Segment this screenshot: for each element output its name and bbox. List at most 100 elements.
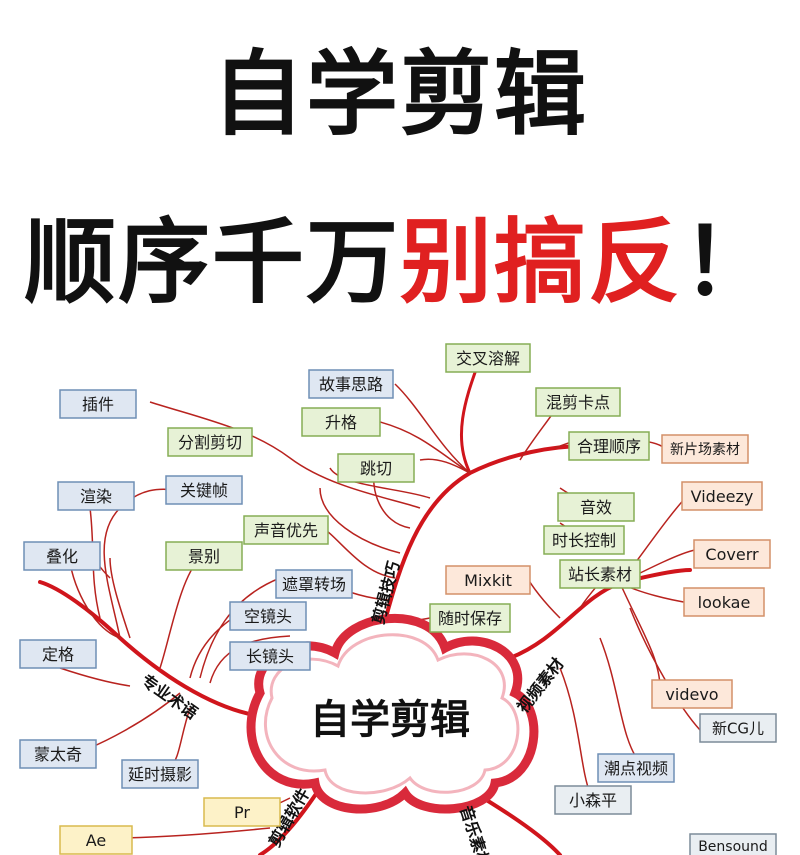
node-videvo: videvo: [651, 679, 733, 709]
node-box: [699, 713, 777, 743]
node-label: 分割剪切: [178, 433, 242, 452]
node-label: Pr: [234, 803, 250, 822]
node-box: [661, 434, 749, 464]
node-coverr: Coverr: [693, 539, 771, 569]
node-upgrade: 升格: [301, 407, 381, 437]
node-label: Ae: [86, 831, 107, 850]
headline-black-text: 顺序千万: [23, 209, 400, 316]
headline-title: 自学剪辑: [211, 41, 588, 148]
mind-map: 自学剪辑 剪辑技巧 视频素材 专业术语 剪辑软件 音乐素材 交叉溶解故事思路混剪…: [19, 343, 777, 855]
node-box: [229, 601, 307, 631]
node-group: 交叉溶解故事思路混剪卡点插件升格合理顺序新片场素材分割剪切跳切渲染关键帧音效Vi…: [19, 343, 777, 855]
branch-line-skills-top: [459, 356, 482, 475]
node-box: [568, 431, 650, 461]
node-montage: 蒙太奇: [19, 739, 97, 769]
node-box: [121, 759, 199, 789]
node-label: lookae: [698, 593, 751, 612]
node-bensound: Bensound: [689, 833, 777, 855]
node-webmaster-material: 站长素材: [559, 559, 641, 589]
node-box: [445, 565, 531, 595]
node-sound-first: 声音优先: [243, 515, 329, 545]
node-box: [651, 679, 733, 709]
node-mix-beat: 混剪卡点: [535, 387, 621, 417]
node-pr: Pr: [203, 797, 281, 827]
node-xiaosenping: 小森平: [554, 785, 632, 815]
center-node: 自学剪辑: [246, 613, 539, 814]
node-label: 站长素材: [568, 565, 632, 584]
node-label: 新片场素材: [670, 442, 740, 458]
node-cross-dissolve: 交叉溶解: [445, 343, 531, 373]
node-label: 新CG儿: [712, 719, 764, 737]
node-label: 蒙太奇: [34, 745, 82, 764]
node-box: [554, 785, 632, 815]
node-box: [165, 541, 243, 571]
node-box: [557, 492, 635, 522]
node-trend-video: 潮点视频: [597, 753, 675, 783]
node-mask-transition: 遮罩转场: [275, 569, 353, 599]
node-label: 音效: [580, 498, 612, 517]
node-label: Bensound: [698, 839, 768, 855]
node-label: 跳切: [360, 459, 392, 478]
node-label: Coverr: [705, 545, 759, 564]
node-keyframe: 关键帧: [165, 475, 243, 505]
node-label: 随时保存: [438, 609, 502, 628]
node-plugin: 插件: [59, 389, 137, 419]
node-label: videvo: [665, 685, 718, 704]
branch-line-skills: [378, 444, 587, 640]
node-new-scene-material: 新片场素材: [661, 434, 749, 464]
headline-subtitle: 顺序千万别搞反！: [0, 208, 800, 318]
node-label: 声音优先: [254, 521, 318, 540]
node-label: 长镜头: [246, 647, 294, 666]
node-label: Videezy: [691, 487, 754, 506]
node-label: 关键帧: [180, 481, 228, 500]
node-box: [559, 559, 641, 589]
node-split-cut: 分割剪切: [167, 427, 253, 457]
node-label: 升格: [325, 413, 357, 432]
node-timelapse: 延时摄影: [121, 759, 199, 789]
node-box: [693, 539, 771, 569]
headline-exclamation: ！: [682, 209, 777, 316]
center-label: 自学剪辑: [310, 697, 470, 743]
node-label: 叠化: [46, 547, 78, 566]
node-box: [59, 389, 137, 419]
branch-label-music: 音乐素材: [456, 803, 494, 855]
node-box: [445, 343, 531, 373]
node-sound-effect: 音效: [557, 492, 635, 522]
node-box: [165, 475, 243, 505]
node-box: [681, 481, 763, 511]
node-mixkit: Mixkit: [445, 565, 531, 595]
node-box: [203, 797, 281, 827]
node-box: [59, 825, 133, 855]
headline-red-text: 别搞反: [399, 209, 682, 316]
node-label: 插件: [82, 395, 114, 414]
node-save-anytime: 随时保存: [429, 603, 511, 633]
node-label: 空镜头: [244, 607, 292, 626]
node-label: 混剪卡点: [546, 393, 610, 412]
node-box: [301, 407, 381, 437]
node-label: 小森平: [569, 791, 617, 810]
node-box: [19, 639, 97, 669]
branch-line-software: [258, 786, 322, 855]
node-box: [229, 641, 311, 671]
node-box: [429, 603, 511, 633]
node-box: [243, 515, 329, 545]
node-box: [543, 525, 625, 555]
node-new-cg: 新CG儿: [699, 713, 777, 743]
node-duration-control: 时长控制: [543, 525, 625, 555]
node-jump-cut: 跳切: [337, 453, 415, 483]
node-shot-scale: 景别: [165, 541, 243, 571]
node-box: [57, 481, 135, 511]
node-long-take: 长镜头: [229, 641, 311, 671]
node-label: 合理顺序: [577, 437, 641, 456]
node-freeze-frame: 定格: [19, 639, 97, 669]
node-videezy: Videezy: [681, 481, 763, 511]
node-label: 定格: [42, 645, 74, 664]
node-box: [683, 587, 765, 617]
node-label: 遮罩转场: [282, 575, 346, 594]
node-overlay: 叠化: [23, 541, 101, 571]
node-box: [597, 753, 675, 783]
node-reasonable-order: 合理顺序: [568, 431, 650, 461]
node-box: [535, 387, 621, 417]
node-box: [19, 739, 97, 769]
node-label: Mixkit: [464, 571, 512, 590]
